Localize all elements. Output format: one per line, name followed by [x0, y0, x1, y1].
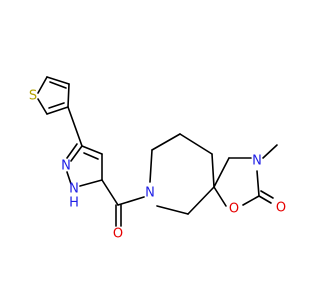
bond	[211, 153, 215, 188]
bond	[213, 186, 227, 207]
bond	[260, 190, 274, 199]
thiophene-ring	[37, 76, 70, 115]
bond	[213, 157, 230, 188]
bond	[46, 106, 69, 115]
nitrogen-atom-label: N	[145, 186, 155, 201]
methyl-bond	[262, 144, 278, 159]
bond	[256, 170, 260, 197]
bond	[70, 145, 83, 162]
bond	[49, 81, 67, 89]
bond	[81, 145, 103, 155]
oxygen-atom-label: O	[276, 201, 286, 216]
structure-canvas: S N N H N O O N O	[29, 76, 286, 242]
bond	[46, 76, 70, 85]
bond	[66, 171, 72, 185]
bond	[258, 195, 272, 204]
bond	[179, 133, 213, 155]
bond	[79, 179, 103, 187]
bond	[187, 186, 215, 215]
bond	[37, 98, 48, 115]
oxygen-atom-label: O	[229, 202, 239, 217]
hydrogen-atom-label: H	[69, 196, 79, 211]
bond	[242, 195, 260, 206]
nitrogen-atom-label: N	[252, 154, 262, 169]
bond	[151, 133, 181, 151]
bond	[156, 205, 189, 215]
oxygen-atom-label: O	[113, 227, 123, 242]
nitrogen-atom-label: N	[61, 159, 71, 174]
oxazolidinone-ring	[213, 157, 260, 207]
bond	[101, 179, 119, 206]
pyrazole-ring	[66, 143, 103, 187]
nitrogen-atom-label: N	[69, 182, 79, 197]
bond	[83, 152, 99, 160]
bond	[117, 196, 145, 206]
bond	[37, 76, 48, 94]
azepane-ring	[149, 133, 215, 215]
bond	[66, 143, 78, 159]
bond	[149, 149, 153, 183]
molecule-diagram: S N N H N O O N O	[29, 76, 286, 242]
bond	[48, 102, 65, 109]
bond	[67, 106, 83, 147]
sulfur-atom-label: S	[29, 89, 37, 104]
bond	[67, 83, 70, 108]
